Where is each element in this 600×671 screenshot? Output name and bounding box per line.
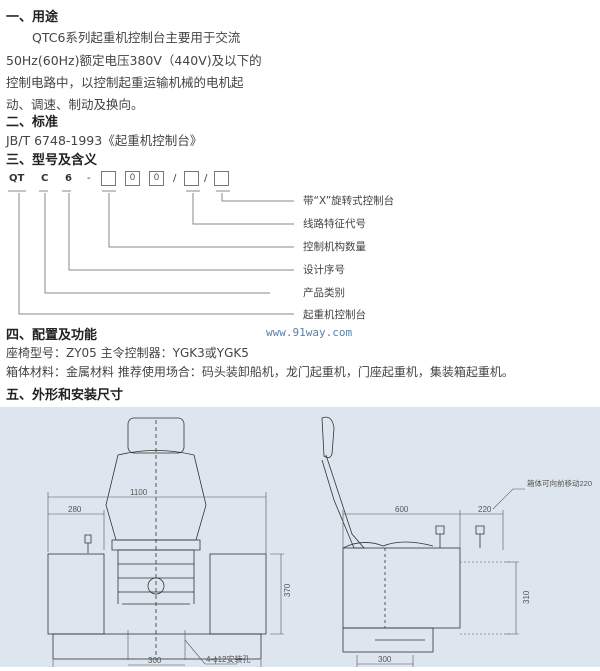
code-box-1 [101,171,116,186]
dim-300-side: 300 [378,655,392,664]
usage-line: 控制电路中，以控制起重运输机械的电机起 [6,75,244,90]
code-box-3: 0 [149,171,164,186]
dim-220: 220 [478,505,492,514]
dim-1100: 1100 [130,488,148,497]
dim-300-front: 300 [148,656,162,665]
usage-line: QTC6系列起重机控制台主要用于交流 [32,30,241,45]
code-box-5 [214,171,229,186]
right-control-box [209,553,267,635]
code-slash: / [204,173,208,184]
dim-600: 600 [395,505,409,514]
standard-text: JB/T 6748-1993《起重机控制台》 [6,133,203,148]
code-box-2: 0 [125,171,140,186]
code-qt: QT [9,173,25,184]
dim-310: 310 [522,590,531,604]
code-box-4 [184,171,199,186]
code-label: 设计序号 [303,264,345,276]
config-line: 箱体材料：金属材料 推荐使用场合：码头装卸船机，龙门起重机，门座起重机，集装箱起… [6,365,514,379]
front-view [47,417,267,660]
section-2-title: 二、标准 [6,115,59,130]
section-4-title: 四、配置及功能 [6,328,98,343]
watermark: www.91way.com [266,326,353,339]
side-dimensions [342,488,525,669]
code-leader-lines [8,190,294,315]
section-3-title: 三、型号及含义 [6,153,98,168]
dim-370: 370 [283,583,292,597]
section-5-title: 五、外形和安装尺寸 [6,388,124,403]
move-note: 箱体可向前移动220 [527,478,592,488]
left-control-box [47,553,105,635]
section-1-title: 一、用途 [6,10,59,25]
config-line: 座椅型号：ZY05 主令控制器：YGK3或YGK5 [6,346,249,360]
mounting-holes: 4-ϕ12安装孔 [206,654,251,664]
code-label: 产品类别 [303,287,345,299]
code-label: 带“X”旋转式控制台 [303,195,395,207]
base [52,633,262,660]
side-view [321,416,485,653]
code-c: C [41,173,49,184]
code-slash: / [173,173,177,184]
usage-line: 50Hz(60Hz)额定电压380V（440V)及以下的 [6,53,262,68]
code-label: 起重机控制台 [303,309,366,321]
code-label: 线路特征代号 [303,218,366,230]
usage-line: 动、调速、制动及换向。 [6,97,144,112]
code-label: 控制机构数量 [303,241,366,253]
code-6: 6 [65,173,72,184]
dimension-drawing: 1100 280 370 300 1050 4-ϕ12安装孔 600 220 3… [0,407,600,671]
front-dimensions [47,492,284,671]
dim-280: 280 [68,505,82,514]
code-dash: - [87,173,91,184]
